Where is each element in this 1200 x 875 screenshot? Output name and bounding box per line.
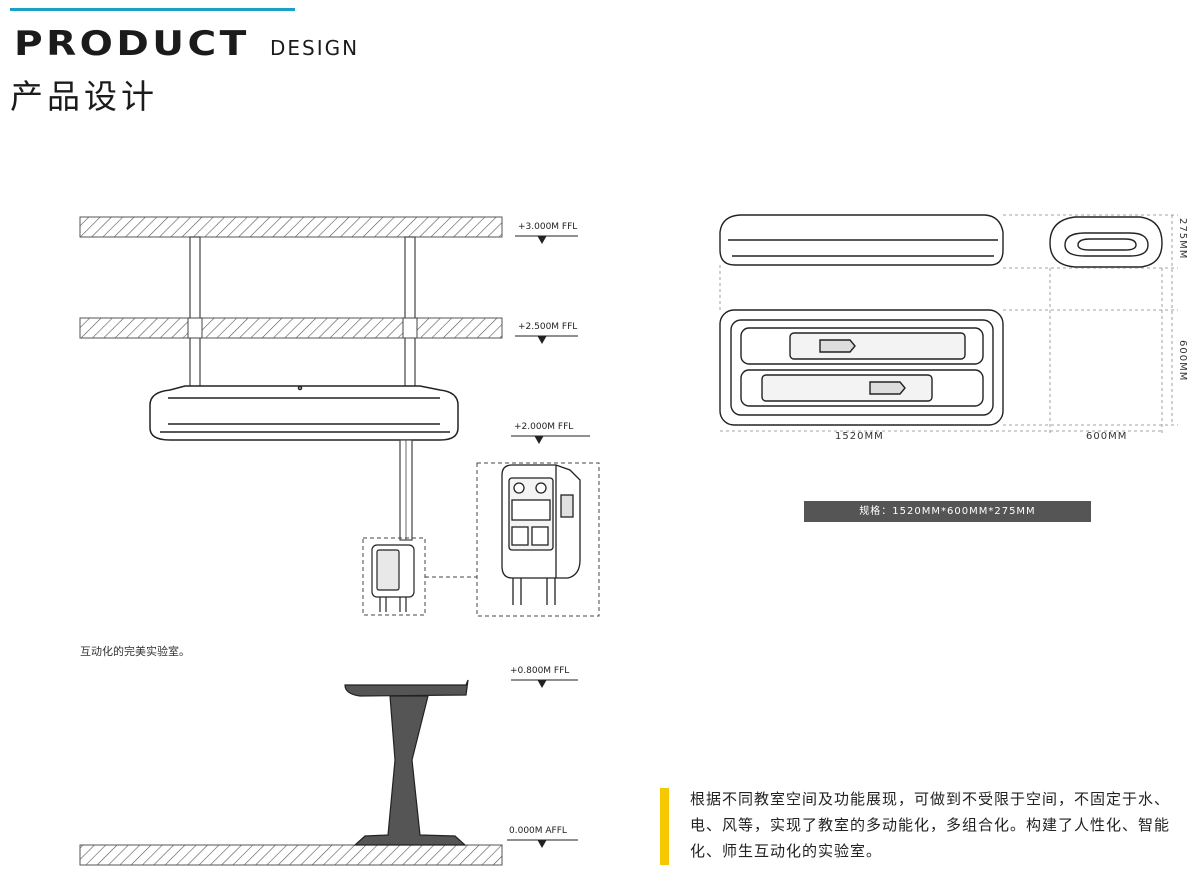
- page-subtitle: DESIGN: [270, 36, 360, 60]
- unit-end-elevation: [1049, 216, 1163, 268]
- lab-table-section: [344, 679, 469, 846]
- level-label-2500: +2.500M FFL: [518, 322, 578, 332]
- level-label-2000: +2.000M FFL: [514, 422, 574, 432]
- product-description: 根据不同教室空间及功能展现，可做到不受限于空间，不固定于水、电、风等，实现了教室…: [690, 790, 1171, 860]
- unit-plan-view: [719, 309, 1004, 426]
- suspension-rod-left: [189, 236, 201, 388]
- header-accent-line: [10, 8, 295, 11]
- ceiling-slab: [79, 216, 503, 238]
- level-label-0000: 0.000M AFFL: [509, 826, 567, 836]
- level-label-3000: +3.000M FFL: [518, 222, 578, 232]
- pendant-unit-front: [149, 385, 459, 441]
- spec-bar: 规格：1520MM*600MM*275MM: [804, 501, 1091, 522]
- floor-slab: [79, 844, 503, 866]
- suspension-rod-right: [404, 236, 416, 388]
- dimension-depth-label: 600MM: [1086, 431, 1128, 442]
- unit-top-elevation: [719, 214, 1004, 266]
- drawing-caption: 互动化的完美实验室。: [80, 645, 190, 658]
- socket-box-small: [371, 544, 415, 612]
- level-markers: [507, 235, 590, 849]
- level-label-0800: +0.800M FFL: [510, 666, 570, 676]
- dimension-lines: [719, 214, 1178, 435]
- highlight-bar: [660, 788, 669, 865]
- page-title: PRODUCT: [14, 24, 250, 64]
- dimension-width-label: 1520MM: [835, 431, 884, 442]
- page-title-chinese: 产品设计: [10, 77, 158, 116]
- dimension-depth-side-label: 600MM: [1177, 340, 1188, 382]
- ceiling-slab-lower: [79, 317, 503, 339]
- dimension-height-label: 275MM: [1177, 218, 1188, 260]
- socket-box-detail: [501, 464, 581, 605]
